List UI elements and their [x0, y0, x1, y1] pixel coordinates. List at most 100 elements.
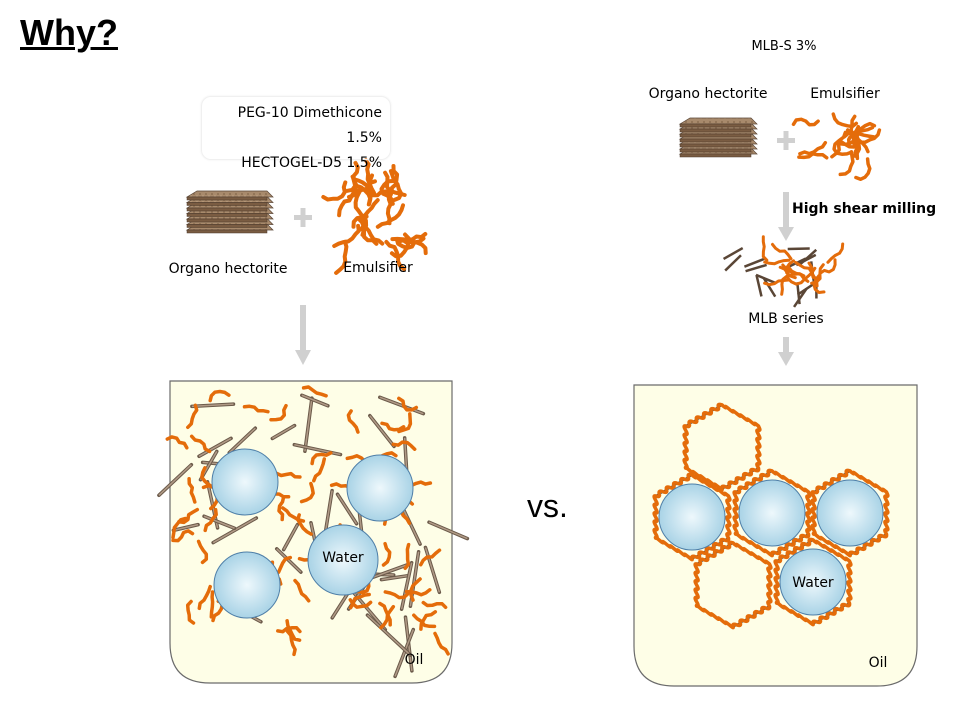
organo-hectorite-stack-right	[678, 117, 758, 158]
clay-sheet-edge	[679, 128, 752, 133]
emulsifier-blob-right	[791, 112, 882, 182]
emulsifier-strand	[770, 469, 811, 494]
emulsifier-strand	[725, 494, 732, 540]
emulsifier-strand	[409, 577, 422, 602]
emulsifier-strand	[826, 242, 845, 264]
clay-sheet-edge	[679, 138, 752, 143]
emulsifier-strand	[787, 265, 810, 283]
emulsifier-strand	[277, 495, 286, 522]
emulsifier-strand	[187, 476, 197, 504]
emulsifier-strand	[353, 186, 369, 219]
hexagonal-clay-network	[652, 402, 890, 630]
emulsifier-strand	[379, 604, 396, 630]
clay-platelet	[762, 277, 777, 298]
emulsifier-strand	[683, 465, 724, 492]
emulsifier-strand	[811, 601, 852, 626]
mlb-series-clump	[722, 235, 845, 308]
clay-platelet-highlight	[198, 437, 232, 457]
emulsifier-strand	[348, 598, 373, 609]
arrow-down-right-1	[778, 192, 794, 241]
emulsifier-strand	[652, 494, 659, 540]
clay-sheet-edge	[186, 229, 268, 234]
emulsifier-strand	[853, 128, 882, 145]
organo-hectorite-label-left: Organo hectorite	[168, 261, 288, 277]
emulsifier-strand	[165, 435, 189, 450]
emulsifier-strand	[332, 223, 361, 248]
emulsifier-strand	[763, 258, 791, 266]
emulsifier-label-right: Emulsifier	[810, 86, 880, 102]
water-droplet	[816, 479, 884, 547]
water-droplet	[213, 551, 281, 619]
emulsifier-strand	[811, 468, 852, 495]
clay-sheet	[678, 117, 758, 125]
clay-platelet-highlight	[301, 394, 329, 407]
emulsifier-strand	[312, 457, 327, 483]
emulsifier-strand	[285, 619, 302, 642]
emulsifier-strand	[733, 531, 774, 558]
emulsifier-strand	[433, 631, 450, 656]
organo-hectorite-label-right: Organo hectorite	[648, 86, 768, 102]
clay-sheet-edge	[186, 224, 268, 228]
clay-platelet-highlight	[336, 493, 358, 525]
water-droplet	[738, 479, 806, 547]
clay-platelet	[745, 263, 767, 273]
mlb-series-label: MLB series	[748, 311, 824, 327]
emulsifier-strand	[811, 531, 852, 558]
water-droplet	[211, 448, 279, 516]
emulsifier-strand	[375, 203, 405, 229]
clay-platelet-highlight	[276, 548, 302, 573]
emulsifier-strand	[197, 584, 212, 611]
emulsifier-strand	[299, 481, 315, 504]
emulsifier-strand	[171, 516, 188, 540]
emulsifier-strand	[761, 235, 769, 262]
emulsifier-strand	[818, 258, 837, 275]
emulsifier-strand	[361, 215, 385, 246]
emulsifier-strand	[397, 412, 413, 434]
emulsifier-strand	[690, 473, 731, 498]
emulsifier-strand	[797, 152, 829, 160]
emulsifier-strand	[388, 169, 404, 202]
emulsifier-strand	[720, 466, 761, 491]
water-droplet	[307, 524, 379, 596]
clay-platelet-highlight	[366, 614, 411, 656]
emulsifier-strand	[274, 471, 302, 479]
emulsifier-strand	[755, 424, 762, 470]
emulsifier-strand	[403, 542, 411, 571]
emulsifier-strand	[269, 403, 288, 422]
emulsifier-strand	[848, 469, 889, 494]
clay-platelet-highlight	[400, 562, 413, 610]
emulsifier-strand	[798, 140, 828, 156]
emulsifier-strand	[301, 385, 328, 398]
emulsifier-strand	[832, 139, 854, 156]
emulsifier-strand	[653, 535, 694, 562]
clay-platelet-highlight	[294, 443, 341, 456]
formula-line: HECTOGEL-D5 1.5%	[241, 155, 382, 171]
emulsifier-strand	[321, 180, 348, 202]
clay-sheet-edge	[186, 202, 268, 206]
clay-platelet-highlight	[228, 427, 256, 454]
clay-sheet-edge	[679, 123, 752, 128]
emulsifier-strand	[810, 490, 817, 536]
clay-platelet	[722, 246, 744, 261]
emulsifier-strand	[682, 424, 689, 470]
emulsifier-strand	[196, 539, 209, 565]
emulsifier-strand	[720, 403, 761, 428]
emulsifier-strand	[396, 238, 428, 256]
emulsifier-strand	[778, 265, 798, 286]
emulsifier-strand	[839, 133, 860, 149]
slide-title: Why?	[20, 12, 118, 53]
emulsifier-strand	[383, 590, 410, 600]
emulsifier-strand	[186, 403, 199, 430]
plus-icon-left	[294, 208, 312, 227]
emulsifier-strand	[384, 239, 407, 271]
emulsifier-strand	[838, 150, 855, 177]
random-clay-network	[157, 385, 470, 679]
emulsifier-strand	[177, 507, 200, 525]
emulsifier-strand	[397, 396, 419, 412]
clay-platelet	[793, 288, 808, 308]
emulsifier-strand	[791, 117, 820, 127]
emulsifier-strand	[421, 600, 448, 610]
emulsifier-strand	[732, 490, 739, 536]
emulsifier-strand	[419, 610, 438, 631]
